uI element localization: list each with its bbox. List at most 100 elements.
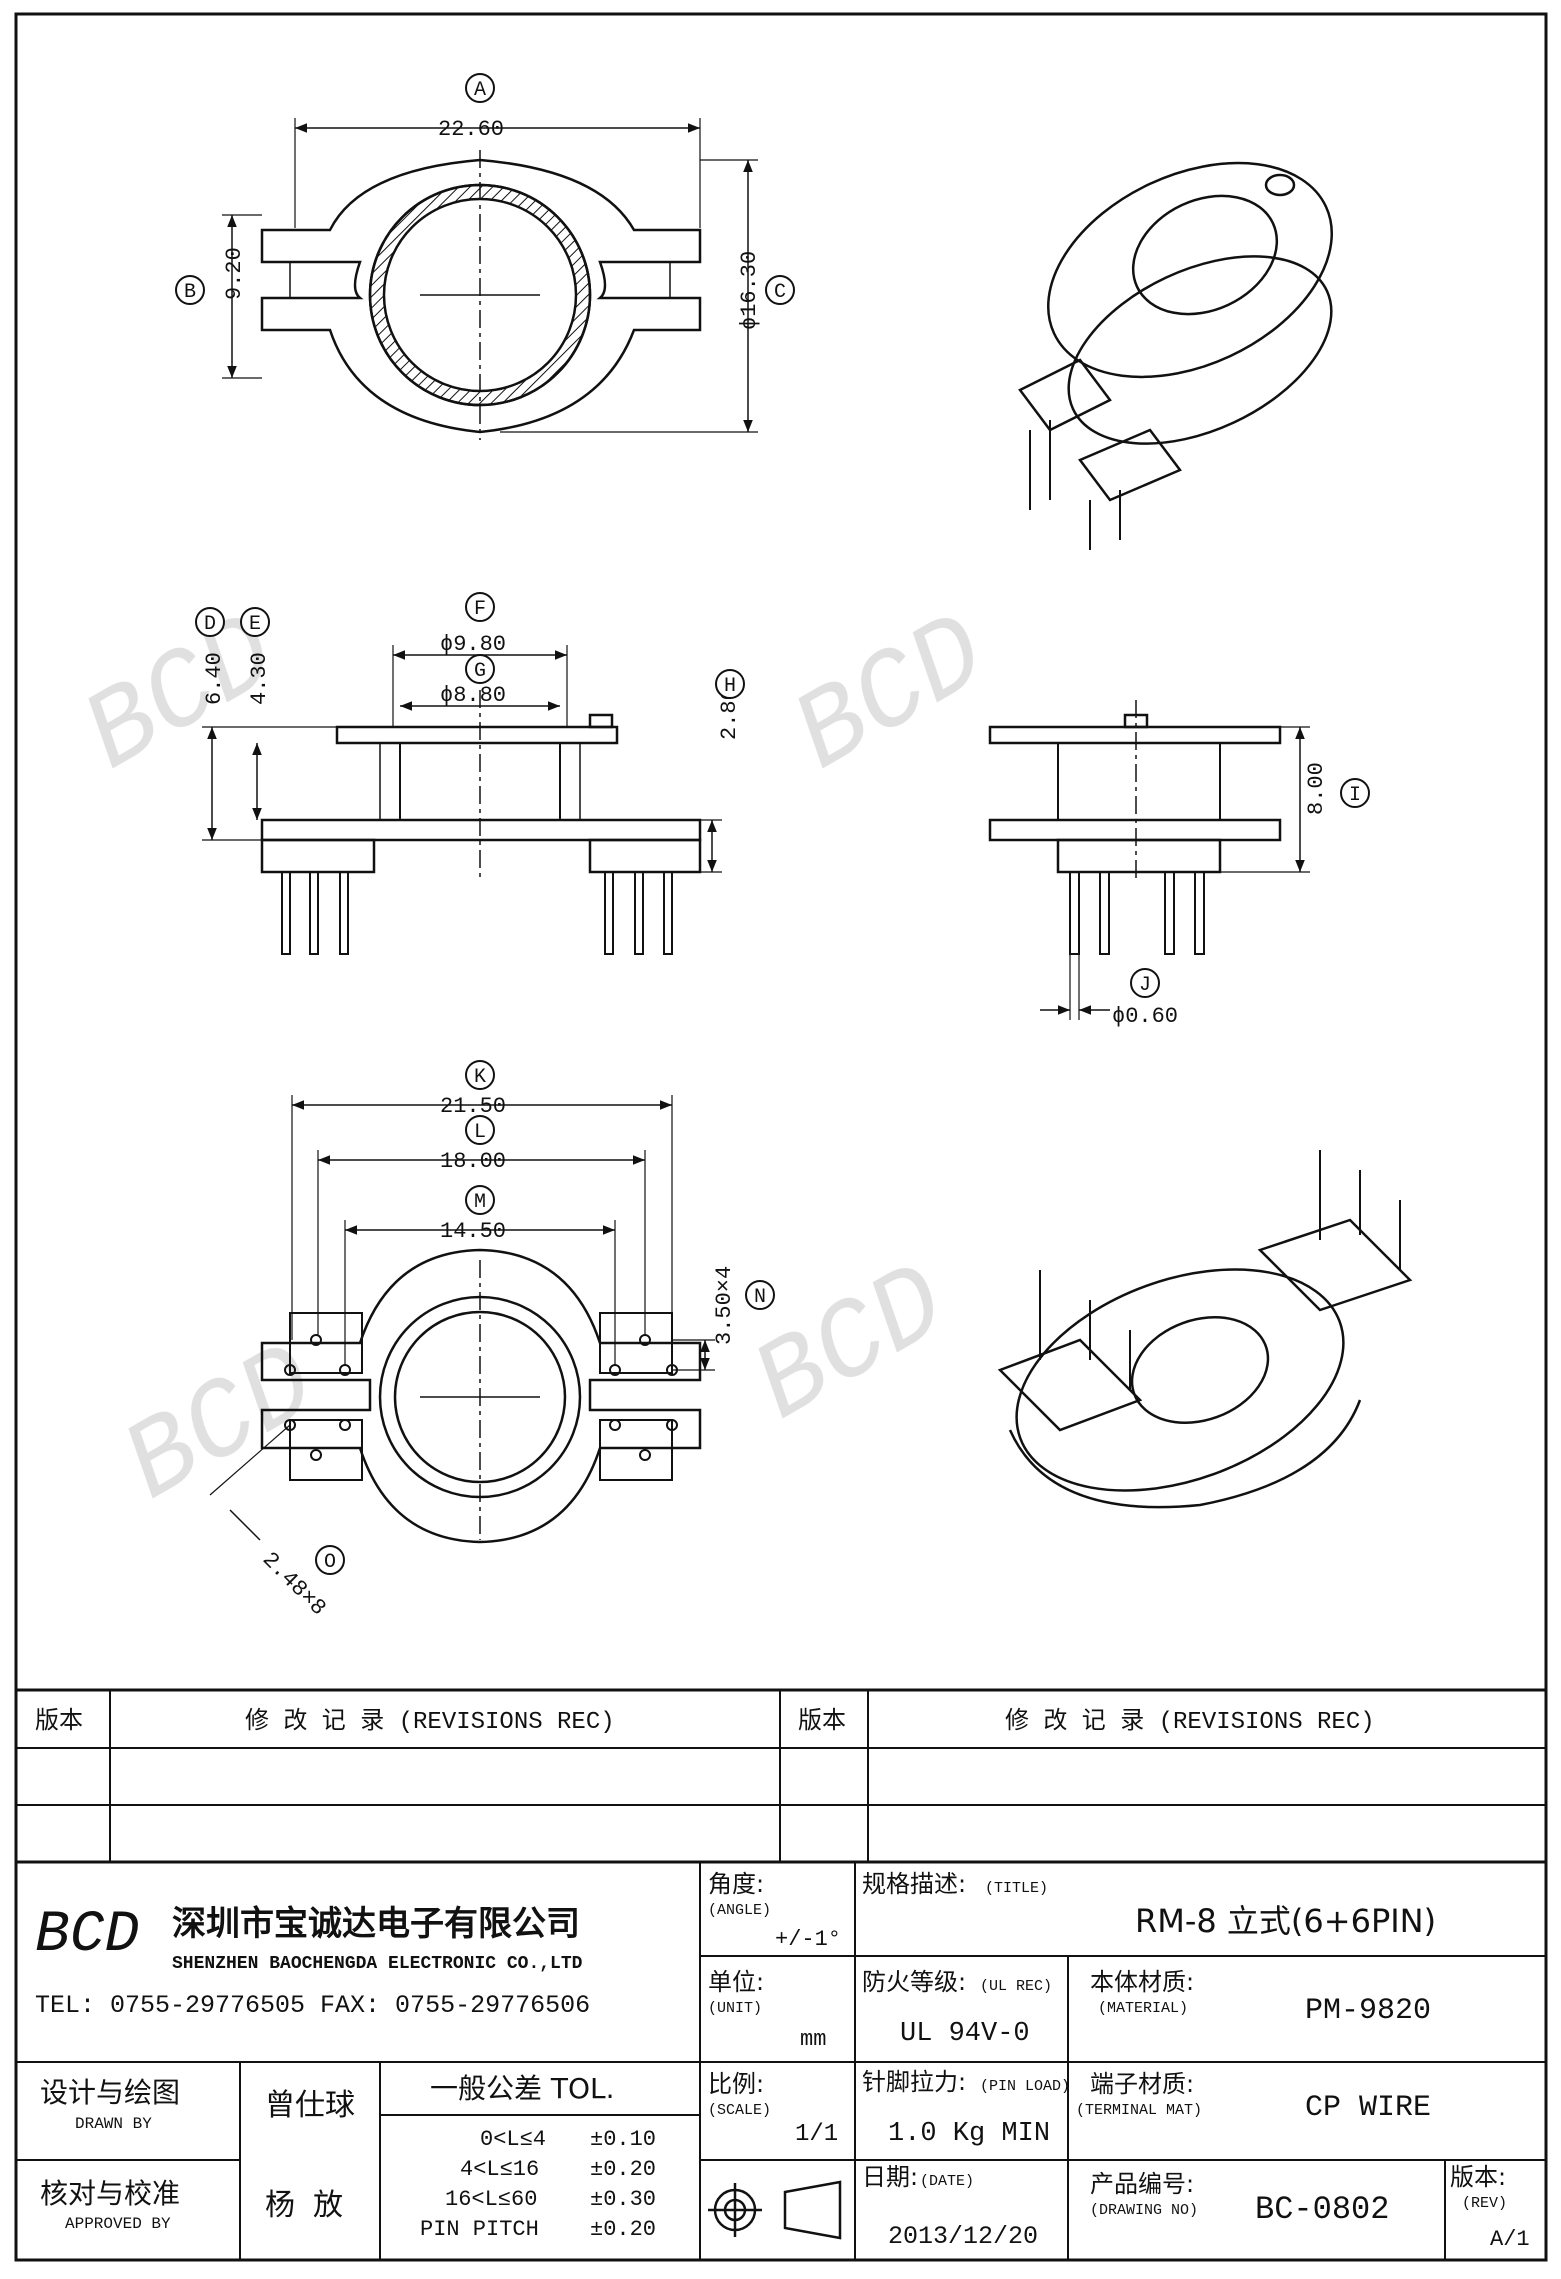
dim-e-value: 4.30 [247,652,272,705]
scale-value: 1/1 [795,2121,838,2148]
material-label: 本体材质: [1090,1968,1194,1996]
dim-g-value: ϕ8.80 [440,683,506,708]
callout-f: F [474,598,486,621]
company-block: BCD 深圳市宝诚达电子有限公司 SHENZHEN BAOCHENGDA ELE… [35,1903,590,2020]
company-tel-fax: TEL: 0755-29776505 FAX: 0755-29776506 [35,1991,590,2020]
scale-label: 比例: [708,2070,764,2098]
sheet-border [14,12,1548,2262]
iso-view-bottom [997,1150,1413,1509]
material-label-en: (MATERIAL) [1098,2000,1188,2017]
callout-j: J [1139,974,1151,997]
dim-k-value: 21.50 [440,1094,506,1119]
callout-d: D [204,613,216,636]
callout-a: A [474,79,486,102]
date-label-en: (DATE) [920,2173,974,2190]
projection-symbol-icon [708,2180,842,2240]
watermark-text: BCD [735,1242,969,1449]
callout-o: O [324,1551,336,1574]
ul-label-en: (UL REC) [980,1978,1052,1995]
bottom-view [209,1095,715,1544]
callout-letters: A B C D E F G H I J K L M N O [184,79,1361,1574]
terminal-value: CP WIRE [1305,2091,1431,2125]
specs-block: 规格描述: (TITLE) RM-8 立式(6+6PIN) 防火等级: (UL … [862,1870,1530,2252]
watermark-text: BCD [105,1322,339,1529]
side-view [988,700,1310,1020]
iso-view-top [1018,161,1334,550]
title-label-en: (TITLE) [985,1880,1048,1897]
drawn-name: 曾仕球 [265,2089,355,2125]
revisions-table [16,1688,1546,1864]
angle-unit-scale: 角度: (ANGLE) +/-1° 单位: (UNIT) mm 比例: (SCA… [708,1870,841,2148]
scale-label-en: (SCALE) [708,2102,771,2119]
callout-b: B [184,281,196,304]
rev-label-en: (REV) [1462,2195,1507,2212]
rev-label: 版本: [1450,2163,1506,2191]
terminal-label: 端子材质: [1090,2070,1194,2098]
dim-m-value: 14.50 [440,1219,506,1244]
tol-title: 一般公差 TOL. [430,2072,615,2105]
unit-label: 单位: [708,1968,764,1996]
callout-h: H [724,675,736,698]
callout-m: M [474,1191,486,1214]
angle-value: +/-1° [775,1927,841,1952]
dim-b-value: 9.20 [222,247,247,300]
drawing-no-label: 产品编号: [1090,2170,1194,2198]
date-value: 2013/12/20 [888,2222,1038,2251]
tol-value-4: ±0.20 [590,2217,656,2242]
signatures: 设计与绘图 DRAWN BY 曾仕球 核对与校准 APPROVED BY 杨 放 [40,2077,355,2233]
drawn-label: 设计与绘图 [40,2077,180,2111]
callout-g: G [474,660,486,683]
rev-version-header-left: 版本 [35,1707,83,1736]
approved-label: 核对与校准 [40,2178,180,2212]
dim-c-value: ϕ16.30 [737,251,762,330]
watermarks: BCD BCD BCD BCD [65,592,1009,1529]
pin-load-label-en: (PIN LOAD) [980,2078,1070,2095]
callout-k: K [474,1066,486,1089]
drawing-no-label-en: (DRAWING NO) [1090,2202,1198,2219]
dim-f-value: ϕ9.80 [440,632,506,657]
watermark-text: BCD [775,592,1009,799]
title-label: 规格描述: [862,1870,966,1898]
dim-i-value: 8.00 [1304,762,1329,815]
drawn-label-en: DRAWN BY [75,2115,152,2133]
angle-label-en: (ANGLE) [708,1902,771,1919]
callout-e: E [249,613,261,636]
tol-range-4: PIN PITCH [420,2217,539,2242]
company-name-en: SHENZHEN BAOCHENGDA ELECTRONIC CO.,LTD [172,1954,583,1974]
callout-l: L [474,1121,486,1144]
tolerance-block: 一般公差 TOL. 0<L≤4 ±0.10 4<L≤16 ±0.20 16<L≤… [420,2072,656,2242]
drawing-no-value: BC-0802 [1255,2191,1389,2228]
tol-value-3: ±0.30 [590,2187,656,2212]
front-view [202,645,722,955]
date-label: 日期: [862,2163,918,2191]
tol-value-1: ±0.10 [590,2127,656,2152]
dim-a-value: 22.60 [438,117,504,142]
tol-range-1: 0<L≤4 [480,2127,546,2152]
approved-name: 杨 放 [265,2189,343,2225]
tol-range-3: 16<L≤60 [445,2187,537,2212]
angle-label: 角度: [708,1870,764,1898]
dim-d-value: 6.40 [202,652,227,705]
terminal-label-en: (TERMINAL MAT) [1076,2102,1202,2119]
dim-n-value: 3.50×4 [712,1266,737,1345]
dim-l-value: 18.00 [440,1149,506,1174]
top-view [222,118,758,440]
company-logo: BCD [35,1903,139,1968]
pin-load-label: 针脚拉力: [862,2068,966,2096]
callout-c: C [774,281,786,304]
company-name-cn: 深圳市宝诚达电子有限公司 [172,1904,580,1944]
pin-load-value: 1.0 Kg MIN [888,2119,1050,2149]
rev-record-header-left: 修 改 记 录 (REVISIONS REC) [245,1707,615,1736]
rev-version-header-right: 版本 [798,1707,846,1736]
callout-i: I [1349,784,1361,807]
dim-j-value: ϕ0.60 [1112,1004,1178,1029]
unit-label-en: (UNIT) [708,2000,762,2017]
ul-label: 防火等级: [862,1968,966,1996]
tol-range-2: 4<L≤16 [460,2157,539,2182]
ul-value: UL 94V-0 [900,2019,1030,2049]
rev-value: A/1 [1490,2227,1530,2252]
unit-value: mm [800,2027,826,2052]
callout-n: N [754,1286,766,1309]
